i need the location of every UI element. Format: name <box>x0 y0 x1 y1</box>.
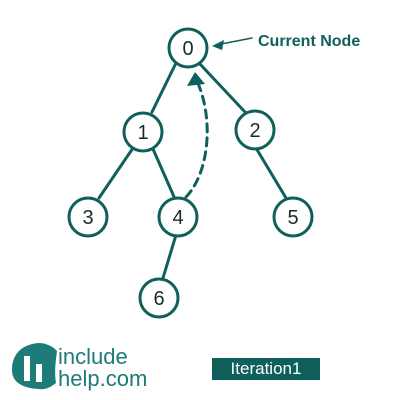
dashed-return-arrow <box>184 77 209 199</box>
logo-text-line1: include <box>58 344 128 369</box>
node-label-2: 2 <box>249 120 260 142</box>
tree-node-5: 5 <box>272 196 314 238</box>
logo-text-line2: help.com <box>58 366 147 391</box>
current-node-label: Current Node <box>258 33 360 50</box>
edge-1-3 <box>97 146 135 200</box>
current-node-pointer-arrowhead-icon <box>212 40 224 50</box>
node-label-5: 5 <box>287 207 298 229</box>
tree-node-6: 6 <box>138 277 180 319</box>
tree-node-2: 2 <box>234 109 276 151</box>
logo-mark-icon <box>12 343 57 390</box>
logo-mark-slot-left <box>24 356 30 381</box>
tree-node-1: 1 <box>122 111 164 153</box>
iteration-badge: Iteration1 <box>212 358 320 380</box>
node-label-4: 4 <box>172 207 183 229</box>
edge-4-6 <box>161 233 178 280</box>
node-label-3: 3 <box>82 207 93 229</box>
logo-mark-slot-right <box>36 364 42 382</box>
edge-2-5 <box>254 146 288 200</box>
node-label-1: 1 <box>137 122 148 144</box>
tree-node-3: 3 <box>67 196 109 238</box>
arrowhead-icon <box>187 72 205 86</box>
tree-node-0: 0 <box>167 27 209 69</box>
node-label-6: 6 <box>153 288 164 310</box>
includehelp-logo: include help.com <box>12 343 147 391</box>
edge-0-1 <box>150 61 178 114</box>
node-label-0: 0 <box>182 38 193 60</box>
tree-node-4: 4 <box>157 196 199 238</box>
edge-0-2 <box>197 61 247 114</box>
edge-1-4 <box>151 147 177 201</box>
